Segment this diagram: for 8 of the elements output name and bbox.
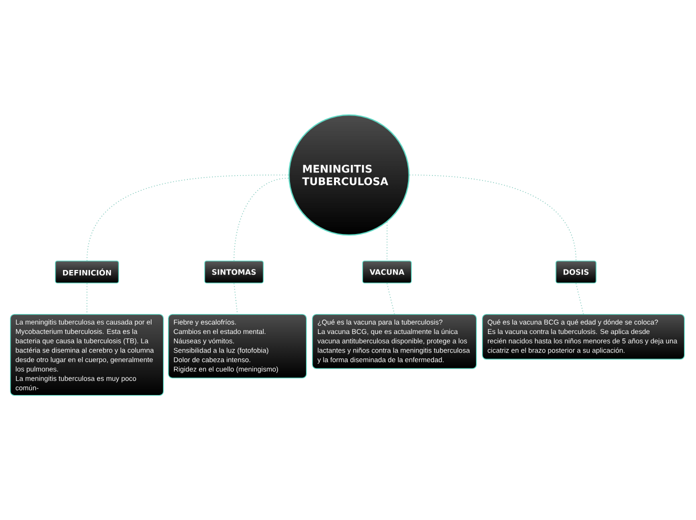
connector-line xyxy=(576,283,584,314)
connector-line xyxy=(386,283,395,314)
connector-line xyxy=(386,222,388,261)
connector-line xyxy=(409,174,576,261)
connector-line xyxy=(234,283,238,314)
connector-line xyxy=(86,174,289,261)
connector-line xyxy=(86,283,88,314)
connector-line xyxy=(234,178,289,261)
